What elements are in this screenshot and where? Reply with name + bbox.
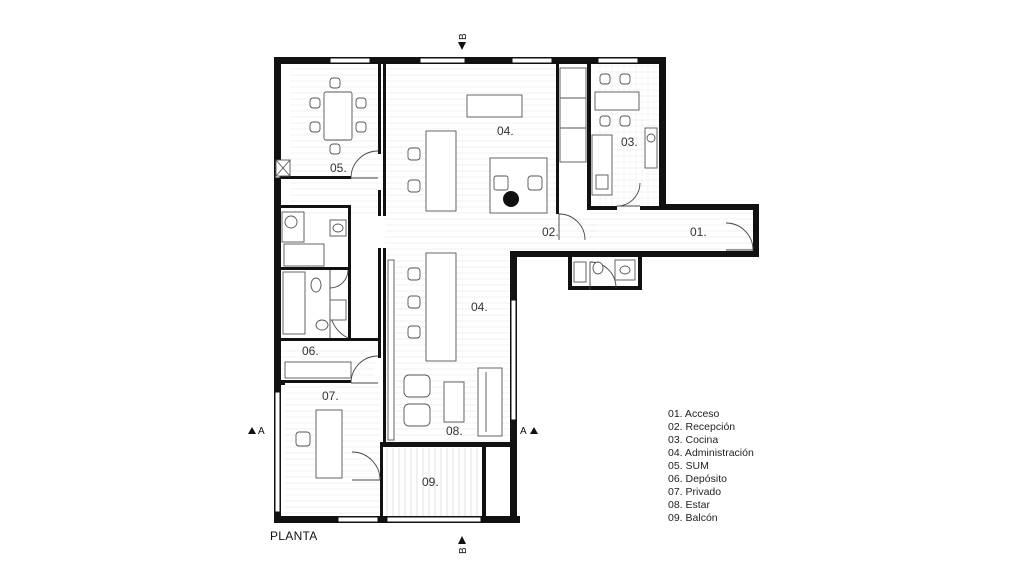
furniture (275, 67, 658, 479)
room-label-balcon: 09. (422, 475, 439, 489)
room-legend: 01. Acceso 02. Recepción 03. Cocina 04. … (668, 408, 754, 525)
room-label-cocina: 03. (621, 135, 638, 149)
section-marker-a-right: A (520, 426, 538, 437)
room-label-privado: 07. (322, 389, 339, 403)
legend-item: 08. Estar (668, 499, 711, 511)
legend-item: 03. Cocina (668, 434, 719, 446)
room-label-administracion-bottom: 04. (471, 300, 488, 314)
section-markers: B B A A (248, 33, 538, 554)
room-label-sum: 05. (330, 161, 347, 175)
legend-item: 09. Balcón (668, 512, 718, 524)
legend-item: 02. Recepción (668, 421, 736, 433)
legend-item: 06. Depósito (668, 473, 727, 485)
room-label-acceso: 01. (690, 225, 707, 239)
room-label-deposito: 06. (302, 344, 319, 358)
svg-text:B: B (458, 547, 469, 554)
stove-icon (503, 191, 519, 207)
legend-item: 07. Privado (668, 486, 722, 498)
room-label-recepcion: 02. (542, 225, 559, 239)
svg-text:B: B (458, 33, 469, 40)
section-marker-a-left: A (248, 426, 265, 437)
room-label-administracion-top: 04. (497, 124, 514, 138)
room-label-estar: 08. (446, 424, 463, 438)
legend-item: 01. Acceso (668, 408, 720, 420)
section-marker-b-top: B (458, 33, 469, 50)
drawing-title: PLANTA (270, 529, 318, 543)
legend-item: 05. SUM (668, 460, 709, 472)
svg-text:A: A (258, 426, 265, 437)
legend-item: 04. Administración (668, 447, 754, 459)
section-marker-b-bottom: B (458, 536, 469, 554)
svg-text:A: A (520, 426, 527, 437)
room-labels: 01. 02. 03. 04. 04. 05. 06. 07. 08. 09. (302, 124, 707, 489)
